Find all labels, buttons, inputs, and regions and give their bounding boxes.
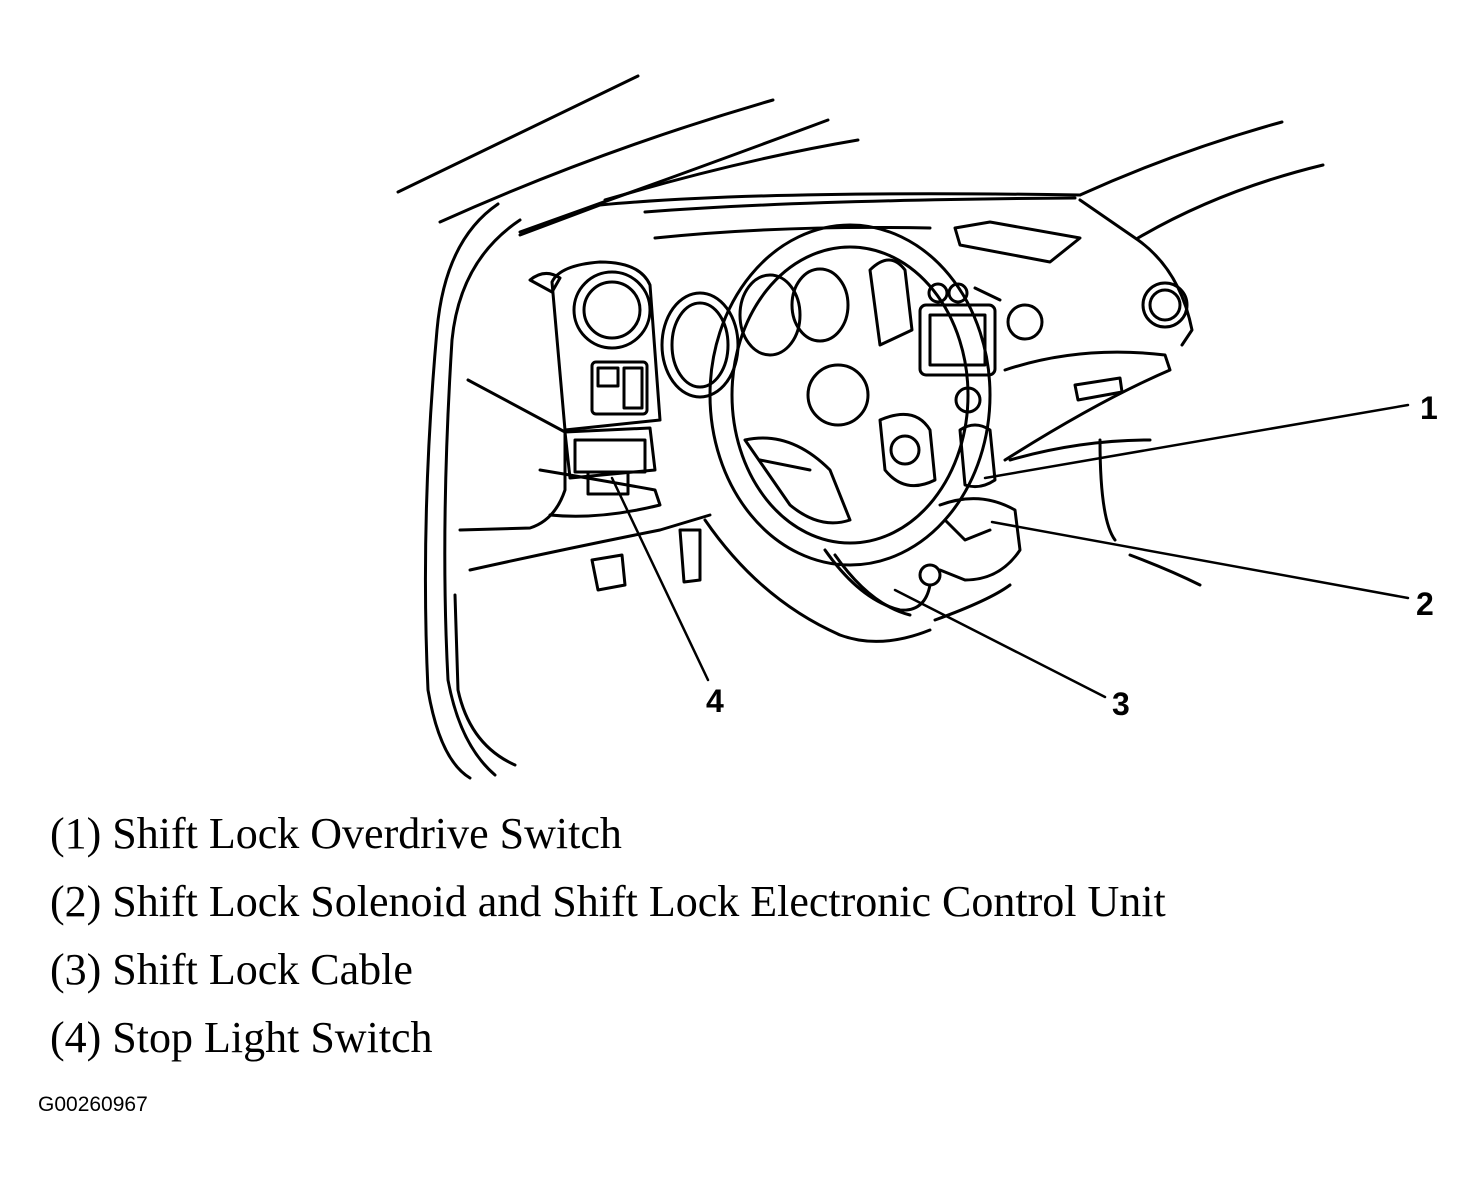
- leader-line-1: [983, 403, 1410, 480]
- dashboard-illustration: [396, 74, 1410, 780]
- leader-line-3: [893, 588, 1107, 699]
- component-legend: (1) Shift Lock Overdrive Switch (2) Shif…: [50, 806, 1166, 1078]
- dashboard-top: [518, 120, 1325, 347]
- callout-number-3: 3: [1112, 686, 1130, 722]
- callout-number-1: 1: [1420, 390, 1438, 426]
- legend-item: (3) Shift Lock Cable: [50, 945, 413, 994]
- instrument-cluster: [660, 258, 914, 399]
- leader-line-2: [990, 520, 1410, 600]
- center-console: [918, 281, 1189, 414]
- leader-line-4: [610, 476, 710, 682]
- a-pillar: [423, 202, 522, 780]
- lower-dash: [458, 378, 1012, 643]
- left-vent-panel: [528, 260, 662, 432]
- callout-leaders: [610, 403, 1410, 699]
- shifter-and-cable: [823, 423, 1022, 617]
- windshield-lines: [396, 74, 860, 234]
- glovebox: [1003, 350, 1202, 587]
- figure-id: G00260967: [38, 1093, 148, 1116]
- legend-item: (4) Stop Light Switch: [50, 1013, 433, 1062]
- steering-wheel: [708, 223, 992, 567]
- legend-item: (2) Shift Lock Solenoid and Shift Lock E…: [50, 877, 1166, 926]
- legend-item: (1) Shift Lock Overdrive Switch: [50, 809, 622, 858]
- callout-number-2: 2: [1416, 586, 1434, 622]
- callout-number-4: 4: [706, 683, 724, 719]
